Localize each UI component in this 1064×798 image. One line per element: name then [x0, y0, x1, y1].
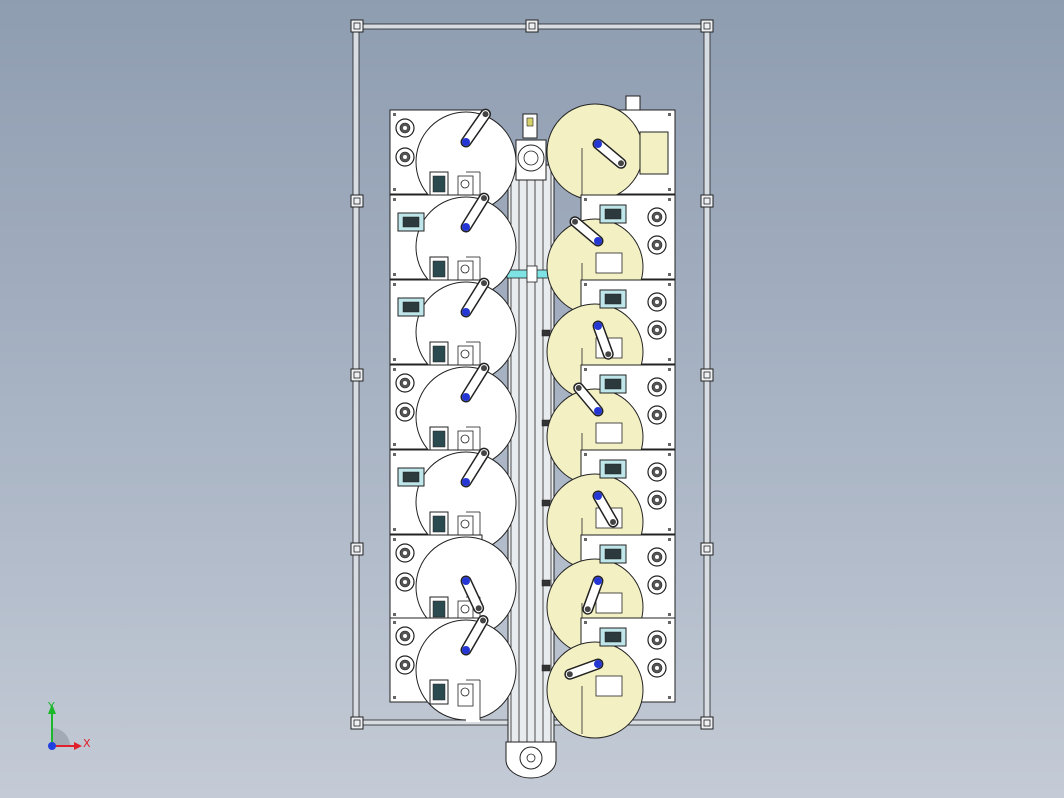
robot-arm-hub: [462, 308, 470, 316]
left-station: [389, 192, 517, 299]
left-station: [389, 277, 517, 384]
central-conveyor: [503, 95, 641, 779]
robot-arm-hub: [594, 577, 602, 585]
robot-arm-joint: [481, 450, 488, 457]
robot-arm-joint: [475, 605, 482, 612]
left-stations: [389, 108, 517, 722]
robot-arm-joint: [610, 518, 616, 525]
left-station: [389, 108, 517, 214]
left-station: [389, 362, 517, 469]
frame-bracket: [700, 716, 714, 730]
triad-y-label: Y: [47, 700, 55, 713]
right-station: [546, 617, 676, 739]
robot-arm-hub: [462, 646, 470, 654]
triad-x-arrow: [74, 742, 82, 750]
frame-bracket: [700, 19, 714, 33]
conveyor-head-pulley: [517, 144, 545, 172]
robot-arm-joint: [480, 617, 486, 624]
frame-bracket: [525, 19, 539, 33]
right-stations: [546, 103, 676, 739]
frame-bracket: [350, 716, 364, 730]
servo-base: [595, 592, 623, 614]
robot-arm-hub: [594, 237, 602, 245]
robot-arm-joint: [566, 671, 573, 678]
robot-arm-hub: [594, 492, 602, 500]
robot-arm-joint: [481, 195, 488, 202]
conveyor-body: [507, 164, 555, 751]
robot-arm-hub: [462, 478, 470, 486]
frame-bracket: [700, 368, 714, 382]
servo-base: [595, 252, 623, 274]
servo-base: [595, 422, 623, 444]
robot-arm-hub: [594, 322, 602, 330]
robot-arm-joint: [572, 218, 579, 225]
left-station: [389, 615, 517, 722]
triad-y-arrow: [48, 704, 56, 714]
robot-arm-hub: [594, 660, 602, 668]
robot-arm-joint: [481, 365, 488, 372]
robot-arm-hub: [462, 393, 470, 401]
robot-arm-joint: [584, 606, 591, 613]
frame-bracket: [350, 19, 364, 33]
frame-bracket: [350, 194, 364, 208]
frame-bracket: [700, 194, 714, 208]
right-station: [546, 534, 676, 656]
frame-bracket: [700, 542, 714, 556]
robot-arm-joint: [617, 160, 624, 167]
conveyor-clamp: [541, 329, 551, 337]
right-station: [546, 103, 676, 201]
frame-bracket: [350, 368, 364, 382]
triad-x-label: X: [83, 737, 91, 750]
control-cabinet: [639, 131, 669, 175]
conveyor-clamp: [541, 579, 551, 587]
left-station: [389, 447, 517, 554]
robot-arm-joint: [575, 385, 582, 392]
conveyor-tail-pulley: [519, 746, 543, 770]
robot-arm-joint: [481, 280, 488, 287]
robot-arm-hub: [594, 140, 602, 148]
robot-arm-joint: [605, 351, 612, 358]
triad-z-axis: [48, 742, 56, 750]
robot-arm-hub: [594, 407, 602, 415]
conveyor-clamp: [541, 664, 551, 672]
robot-arm-joint: [482, 111, 489, 118]
servo-base: [595, 675, 623, 697]
triad-quarter-disc: [52, 728, 70, 746]
conveyor-clamp: [541, 499, 551, 507]
frame-bracket: [350, 542, 364, 556]
robot-arm-hub: [462, 138, 470, 146]
robot-arm-hub: [462, 223, 470, 231]
robot-arm-hub: [462, 577, 470, 585]
